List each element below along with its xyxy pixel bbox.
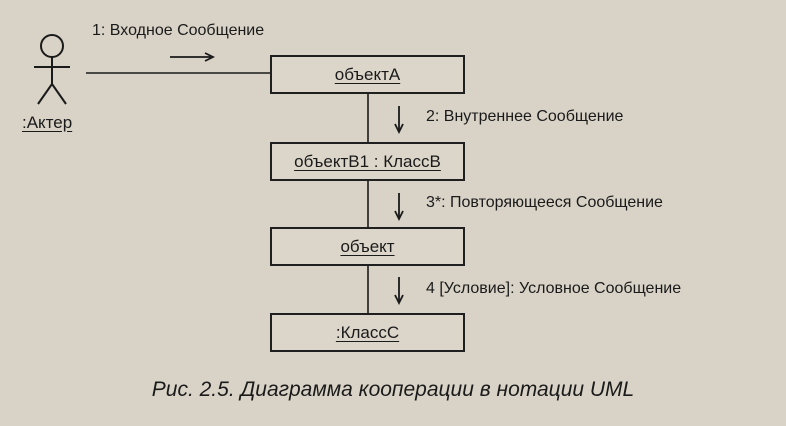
actor-right-leg bbox=[51, 83, 67, 105]
figure-caption: Рис. 2.5. Диаграмма кооперации в нотации… bbox=[151, 378, 635, 401]
message-4-label: 4 [Условие]: Условное Сообщение bbox=[426, 280, 682, 297]
object-label: объект bbox=[340, 236, 395, 256]
actor-label: :Актер bbox=[22, 113, 73, 132]
class-c-box: :КлассС bbox=[270, 313, 465, 352]
message-2-label: 2: Внутреннее Сообщение bbox=[426, 108, 624, 125]
actor-figure bbox=[34, 34, 70, 105]
arrow-message-4 bbox=[394, 277, 404, 306]
links bbox=[86, 72, 369, 313]
arrow-message-1 bbox=[170, 52, 216, 62]
object-b1-label: объектВ1 : КлассВ bbox=[294, 151, 441, 171]
message-arrows bbox=[170, 52, 404, 306]
object-a-box: объектА bbox=[270, 55, 465, 94]
actor-head bbox=[40, 34, 64, 58]
arrow-message-3 bbox=[394, 193, 404, 222]
object-a-label: объектА bbox=[334, 64, 401, 84]
class-c-label: :КлассС bbox=[335, 322, 400, 342]
object-box: объект bbox=[270, 227, 465, 266]
actor-left-leg bbox=[37, 83, 53, 105]
message-3-label: 3*: Повторяющееся Сообщение bbox=[426, 194, 663, 211]
message-1-label: 1: Входное Сообщение bbox=[92, 22, 265, 39]
object-b1-box: объектВ1 : КлассВ bbox=[270, 142, 465, 181]
arrow-message-2 bbox=[394, 106, 404, 135]
